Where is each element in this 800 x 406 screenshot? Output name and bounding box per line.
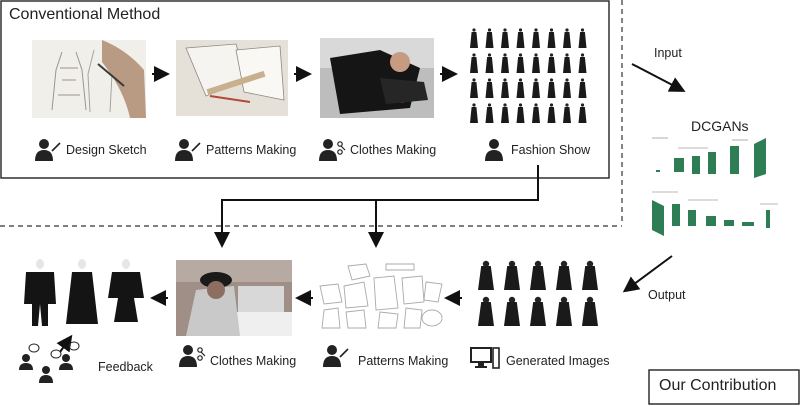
- generated-images: [470, 258, 606, 330]
- person-icon: [485, 139, 503, 161]
- generated-figure: [530, 260, 546, 290]
- person-scissors-icon: [179, 345, 206, 367]
- patterns-outline-image: [318, 262, 444, 330]
- runway-figure: [501, 28, 509, 48]
- step-label: Clothes Making: [210, 354, 297, 368]
- runway-figure: [470, 53, 478, 73]
- dcgan-architecture: [652, 137, 778, 236]
- runway-figure: [578, 28, 587, 48]
- runway-figure: [547, 78, 556, 98]
- runway-figure: [485, 78, 494, 98]
- runway-figure: [532, 53, 540, 73]
- step-feedback: Feedback: [16, 340, 166, 384]
- runway-figure: [563, 53, 571, 73]
- design-sketch-image: [32, 40, 146, 118]
- runway-figure: [578, 53, 587, 73]
- runway-figure: [547, 103, 556, 123]
- runway-figure: [532, 78, 540, 98]
- generated-figure: [582, 296, 598, 326]
- input-label: Input: [654, 46, 682, 60]
- runway-figure: [547, 28, 556, 48]
- runway-figure: [516, 53, 525, 73]
- runway-figure: [547, 53, 556, 73]
- runway-figure: [485, 53, 494, 73]
- output-label: Output: [648, 288, 686, 302]
- clothes-making-image: [320, 38, 434, 118]
- arrow-output: [622, 255, 673, 293]
- dcgan-figure: [648, 134, 792, 242]
- runway-figure: [516, 103, 525, 123]
- person-pencil-icon: [323, 345, 349, 367]
- fashion-show-image: [466, 24, 592, 128]
- runway-figure: [563, 103, 571, 123]
- runway-figure: [578, 78, 587, 98]
- runway-figure: [516, 78, 525, 98]
- conventional-frame: [0, 0, 610, 179]
- runway-figure: [485, 28, 494, 48]
- generated-figure: [556, 260, 572, 290]
- generated-figure: [530, 296, 546, 326]
- generated-figure: [478, 260, 494, 290]
- clothes-making-photo: [176, 260, 292, 336]
- contribution-frame: [648, 369, 800, 405]
- arrow-show-branch: [214, 165, 539, 248]
- person-scissors-icon: [319, 139, 346, 161]
- runway-figure: [501, 103, 509, 123]
- person-pencil-icon: [175, 139, 201, 161]
- runway-figure: [563, 28, 571, 48]
- step-label: Clothes Making: [350, 143, 437, 157]
- runway-figure: [470, 103, 478, 123]
- people-chat-icon: [19, 341, 80, 383]
- generated-figure: [582, 260, 598, 290]
- runway-figure: [532, 103, 540, 123]
- runway-figure: [501, 78, 509, 98]
- step-label: Design Sketch: [66, 143, 147, 157]
- generated-figure: [556, 296, 572, 326]
- arrow-input: [631, 63, 686, 92]
- runway-figure: [532, 28, 540, 48]
- runway-figure: [485, 103, 494, 123]
- step-label: Feedback: [98, 360, 153, 374]
- runway-figure: [501, 53, 509, 73]
- conventional-title: Conventional Method: [9, 6, 161, 23]
- runway-figure: [470, 78, 478, 98]
- feedback-garments-image: [16, 258, 148, 334]
- runway-figure: [578, 103, 587, 123]
- runway-figure: [470, 28, 478, 48]
- person-pencil-icon: [35, 139, 61, 161]
- monitor-icon: [470, 347, 500, 369]
- step-label: Generated Images: [506, 354, 610, 368]
- generated-figure: [504, 296, 520, 326]
- runway-figure: [516, 28, 525, 48]
- generated-figure: [504, 260, 520, 290]
- step-label: Patterns Making: [206, 143, 297, 157]
- step-label: Patterns Making: [358, 354, 449, 368]
- generated-figure: [478, 296, 494, 326]
- contribution-title: Our Contribution: [659, 377, 777, 394]
- patterns-making-image: [176, 40, 288, 116]
- arrow-feedback-to-garments: [56, 334, 73, 353]
- step-label: Fashion Show: [511, 143, 591, 157]
- dcgan-title: DCGANs: [691, 118, 749, 134]
- runway-figure: [563, 78, 571, 98]
